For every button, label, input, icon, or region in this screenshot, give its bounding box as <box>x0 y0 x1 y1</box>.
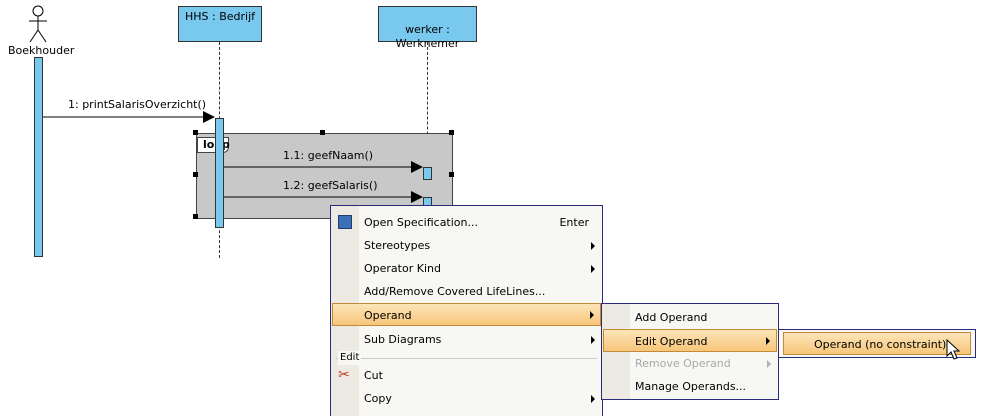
message-label[interactable]: 1.2: geefSalaris() <box>283 179 378 192</box>
menu-item-operand[interactable]: Operand <box>332 303 601 326</box>
menu-item-edit-operand[interactable]: Edit Operand <box>603 329 777 352</box>
message-label[interactable]: 1.1: geefNaam() <box>283 149 374 162</box>
selection-handle[interactable] <box>449 172 454 177</box>
edit-operand-submenu: Operand (no constraint) <box>778 329 976 358</box>
menu-item-label: Stereotypes <box>364 239 431 252</box>
submenu-arrow-icon <box>591 395 595 403</box>
menu-item-label: Cut <box>364 369 383 382</box>
message-arrowhead-2 <box>411 161 423 173</box>
selection-handle[interactable] <box>449 130 454 135</box>
menu-item-remove-operand: Remove Operand <box>603 352 777 375</box>
menu-item-label: Open Specification... <box>364 216 478 229</box>
menu-item-stereotypes[interactable]: Stereotypes <box>332 234 601 257</box>
message-arrowhead-1 <box>203 111 215 123</box>
selection-handle[interactable] <box>193 172 198 177</box>
operand-submenu: Add Operand Edit Operand Remove Operand … <box>601 303 779 400</box>
actor-label: Boekhouder <box>8 44 75 57</box>
bedrijf-activation[interactable] <box>215 118 224 228</box>
actor-activation[interactable] <box>34 57 43 257</box>
werknemer-activation-1[interactable] <box>423 167 432 180</box>
loop-fragment[interactable] <box>196 133 453 219</box>
menu-section-edit: Edit <box>332 351 601 365</box>
menu-item-label: Operator Kind <box>364 262 441 275</box>
menu-item-operator-kind[interactable]: Operator Kind <box>332 257 601 280</box>
menu-item-shortcut: Enter <box>559 216 589 229</box>
context-menu: Open Specification... Enter Stereotypes … <box>330 205 603 416</box>
menu-item-cut[interactable]: ✂ Cut <box>332 364 601 387</box>
menu-item-label: Operand <box>364 309 412 322</box>
menu-item-label: Add/Remove Covered LifeLines... <box>364 285 546 298</box>
menu-item-label: Operand (no constraint) <box>814 338 947 351</box>
menu-item-label: Manage Operands... <box>635 380 747 393</box>
menu-item-operand-no-constraint[interactable]: Operand (no constraint) <box>783 332 971 355</box>
menu-item-add-operand[interactable]: Add Operand <box>603 306 777 329</box>
submenu-arrow-icon <box>591 336 595 344</box>
specification-icon <box>338 215 352 229</box>
message-arrowhead-3 <box>411 191 423 203</box>
scissors-icon: ✂ <box>338 367 350 383</box>
lifeline-label: HHS : Bedrijf <box>184 10 256 23</box>
message-label[interactable]: 1: printSalarisOverzicht() <box>68 98 207 111</box>
submenu-arrow-icon <box>766 337 770 345</box>
menu-item-label: Add Operand <box>635 311 708 324</box>
menu-item-open-specification[interactable]: Open Specification... Enter <box>332 211 601 234</box>
menu-item-label: Remove Operand <box>635 357 731 370</box>
selection-handle[interactable] <box>193 130 198 135</box>
menu-item-manage-operands[interactable]: Manage Operands... <box>603 375 777 398</box>
menu-item-label: Edit Operand <box>635 335 708 348</box>
menu-item-label: Copy <box>364 392 392 405</box>
submenu-arrow-icon <box>590 311 594 319</box>
submenu-arrow-icon <box>591 265 595 273</box>
menu-section-label: Edit <box>338 351 362 365</box>
stick-figure-icon[interactable] <box>26 4 50 44</box>
selection-handle[interactable] <box>193 214 198 219</box>
submenu-arrow-icon <box>591 242 595 250</box>
menu-item-sub-diagrams[interactable]: Sub Diagrams <box>332 328 601 351</box>
menu-item-label: Sub Diagrams <box>364 333 442 346</box>
lifeline-dashed-line <box>427 42 428 214</box>
lifeline-hhs-bedrijf[interactable]: HHS : Bedrijf <box>178 6 262 42</box>
menu-item-copy[interactable]: Copy <box>332 387 601 410</box>
menu-item-add-remove-lifelines[interactable]: Add/Remove Covered LifeLines... <box>332 280 601 303</box>
mouse-pointer-icon <box>946 339 961 360</box>
submenu-arrow-icon <box>767 360 771 368</box>
selection-handle[interactable] <box>320 130 325 135</box>
